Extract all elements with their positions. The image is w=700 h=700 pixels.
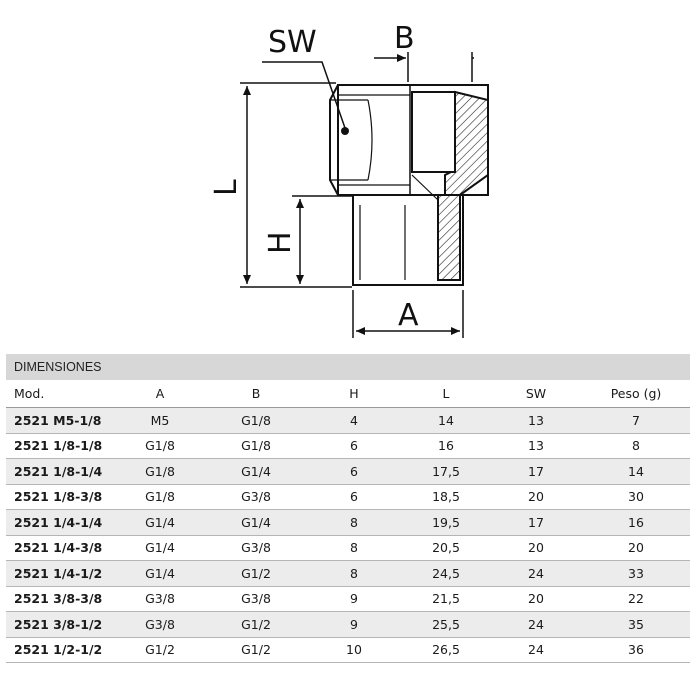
cell-l: 18,5	[402, 484, 490, 510]
cell-l: 24,5	[402, 560, 490, 587]
label-sw: SW	[268, 25, 317, 60]
cell-sw: 17	[490, 458, 582, 485]
cell-h: 9	[306, 586, 402, 612]
cell-b: G3/8	[206, 586, 306, 612]
cell-l: 14	[402, 407, 490, 434]
label-b: B	[394, 21, 415, 56]
cell-model: 2521 3/8-1/2	[6, 611, 114, 638]
cell-l: 20,5	[402, 535, 490, 561]
cell-l: 25,5	[402, 611, 490, 638]
cell-b: G1/4	[206, 458, 306, 485]
cell-a: M5	[114, 407, 206, 434]
col-header-b: B	[206, 380, 306, 408]
cell-sw: 20	[490, 484, 582, 510]
cell-sw: 13	[490, 407, 582, 434]
cell-l: 16	[402, 433, 490, 459]
label-h: H	[263, 231, 298, 254]
cell-l: 21,5	[402, 586, 490, 612]
cell-b: G1/8	[206, 433, 306, 459]
cell-a: G1/4	[114, 509, 206, 536]
cell-model: 2521 1/8-1/4	[6, 458, 114, 485]
fitting-technical-drawing: SW B L H A	[209, 21, 489, 338]
cell-peso: 36	[582, 637, 690, 663]
cell-l: 26,5	[402, 637, 490, 663]
cell-sw: 20	[490, 586, 582, 612]
cell-a: G1/4	[114, 560, 206, 587]
cell-model: 2521 1/4-3/8	[6, 535, 114, 561]
cell-sw: 13	[490, 433, 582, 459]
cell-model: 2521 1/8-1/8	[6, 433, 114, 459]
cell-b: G1/8	[206, 407, 306, 434]
col-header-sw: SW	[490, 380, 582, 408]
cell-l: 17,5	[402, 458, 490, 485]
cell-a: G1/8	[114, 458, 206, 485]
cell-b: G1/2	[206, 611, 306, 638]
cell-h: 6	[306, 433, 402, 459]
cell-peso: 33	[582, 560, 690, 587]
cell-l: 19,5	[402, 509, 490, 536]
cell-b: G3/8	[206, 484, 306, 510]
cell-peso: 30	[582, 484, 690, 510]
cell-h: 10	[306, 637, 402, 663]
label-a: A	[398, 298, 419, 333]
cell-model: 2521 1/2-1/2	[6, 637, 114, 663]
cell-peso: 14	[582, 458, 690, 485]
cell-a: G3/8	[114, 586, 206, 612]
cell-peso: 20	[582, 535, 690, 561]
cell-a: G1/2	[114, 637, 206, 663]
label-l: L	[209, 179, 244, 196]
cell-sw: 24	[490, 611, 582, 638]
dimensions-table-section: DIMENSIONES Mod. A B H L SW Peso (g) 252…	[6, 354, 690, 663]
cell-model: 2521 1/4-1/2	[6, 560, 114, 587]
cell-sw: 24	[490, 560, 582, 587]
cell-b: G1/2	[206, 637, 306, 663]
cell-peso: 22	[582, 586, 690, 612]
table-header-row: Mod. A B H L SW Peso (g)	[6, 380, 690, 408]
table-title: DIMENSIONES	[6, 354, 690, 380]
cell-sw: 17	[490, 509, 582, 536]
cell-model: 2521 1/8-3/8	[6, 484, 114, 510]
cell-h: 6	[306, 458, 402, 485]
cell-h: 9	[306, 611, 402, 638]
cell-a: G1/4	[114, 535, 206, 561]
cell-model: 2521 M5-1/8	[6, 407, 114, 434]
cell-a: G3/8	[114, 611, 206, 638]
cell-model: 2521 3/8-3/8	[6, 586, 114, 612]
cell-model: 2521 1/4-1/4	[6, 509, 114, 536]
dimension-lines	[240, 52, 474, 338]
cell-h: 8	[306, 509, 402, 536]
fitting-body	[329, 84, 489, 286]
col-header-a: A	[114, 380, 206, 408]
cell-peso: 35	[582, 611, 690, 638]
cell-h: 8	[306, 535, 402, 561]
cell-h: 4	[306, 407, 402, 434]
cell-h: 8	[306, 560, 402, 587]
col-header-peso: Peso (g)	[582, 380, 690, 408]
cell-sw: 20	[490, 535, 582, 561]
col-header-h: H	[306, 380, 402, 408]
cell-a: G1/8	[114, 484, 206, 510]
cell-sw: 24	[490, 637, 582, 663]
col-header-l: L	[402, 380, 490, 408]
cell-peso: 7	[582, 407, 690, 434]
cell-b: G3/8	[206, 535, 306, 561]
cell-peso: 8	[582, 433, 690, 459]
cell-a: G1/8	[114, 433, 206, 459]
cell-b: G1/2	[206, 560, 306, 587]
cell-b: G1/4	[206, 509, 306, 536]
cell-h: 6	[306, 484, 402, 510]
cell-peso: 16	[582, 509, 690, 536]
col-header-mod: Mod.	[6, 380, 114, 408]
